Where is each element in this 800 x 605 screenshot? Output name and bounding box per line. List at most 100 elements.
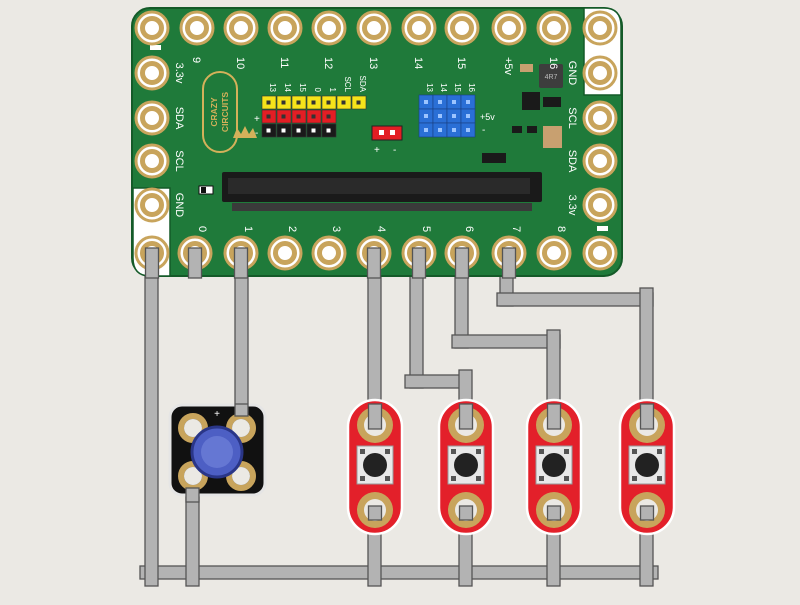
wire-led-minus xyxy=(185,489,200,587)
label-top-5: 14 xyxy=(412,57,424,69)
label-top-1: 10 xyxy=(234,57,246,69)
label-bottom-0: 0 xyxy=(196,226,208,232)
header-left-label-2: 15 xyxy=(298,83,307,92)
pushbutton-2 xyxy=(437,398,495,536)
pad-left-1 xyxy=(134,100,170,136)
pushbuttons xyxy=(346,398,676,536)
header-right-label-3: 16 xyxy=(467,83,476,92)
label-bottom-2: 2 xyxy=(286,226,298,232)
wire-caps xyxy=(185,403,249,503)
pad-bottom-7 xyxy=(491,235,527,279)
wire-pin-0 xyxy=(144,247,159,587)
resistor-1 xyxy=(512,126,522,133)
pad-bottom-5 xyxy=(401,235,437,279)
board-pads xyxy=(134,10,618,279)
pad-bottom-1 xyxy=(223,235,259,279)
pad-left-bottom xyxy=(134,235,170,279)
header-left-label-4: 1 xyxy=(328,88,337,93)
label-left-3: GND xyxy=(173,193,185,218)
button-cap xyxy=(454,453,478,477)
label-bottom-8: 8 xyxy=(555,226,567,232)
header-left-label-6: SDA xyxy=(358,76,367,93)
header-right-label-1: 14 xyxy=(439,83,448,92)
blue-minus-label: - xyxy=(482,125,485,136)
wire-cap-led-plus xyxy=(234,403,249,417)
pad-left-2 xyxy=(134,143,170,179)
pad-top-7 xyxy=(491,10,527,46)
label-right-3: 3.3v xyxy=(566,195,578,216)
pad-bottom-2 xyxy=(267,235,303,271)
servo-connector xyxy=(371,125,403,141)
label-right-2: SDA xyxy=(566,150,578,173)
resistor-3 xyxy=(482,153,506,163)
pushbutton-1 xyxy=(346,398,404,536)
header-right-label-0: 13 xyxy=(425,83,434,92)
inductor xyxy=(539,64,563,88)
header-left-label-3: 0 xyxy=(313,88,322,93)
label-top-6: 15 xyxy=(455,57,467,69)
pad-right-3 xyxy=(582,187,618,223)
label-right-0: GND xyxy=(566,61,578,86)
pad-left-3 xyxy=(134,187,170,223)
header-left xyxy=(261,95,367,138)
wire-cap-led-minus xyxy=(185,487,200,503)
label-bottom-6: 6 xyxy=(463,226,475,232)
label-top-2: 11 xyxy=(278,57,290,68)
logo-line-1: CRAZY xyxy=(209,97,219,127)
header-plus-label: + xyxy=(254,114,260,125)
crazy-circuits-logo: CRAZY CIRCUITS xyxy=(202,71,238,153)
pad-right-bottom xyxy=(582,235,618,271)
button-cap xyxy=(363,453,387,477)
pad-bottom-6 xyxy=(444,235,480,279)
header-minus-label: - xyxy=(255,128,258,139)
label-bottom-7: 7 xyxy=(510,226,522,232)
pad-top-0 xyxy=(179,10,215,46)
left-gnd-marker xyxy=(150,45,161,50)
pushbutton-3 xyxy=(525,398,583,536)
header-left-label-1: 14 xyxy=(283,83,292,92)
five-v-label: +5v xyxy=(480,112,495,122)
wire-pin-6-horizontal xyxy=(451,334,561,349)
pad-bottom-4 xyxy=(356,235,392,279)
capacitor-1 xyxy=(520,64,533,72)
label-top-8: 16 xyxy=(547,57,559,69)
pushbutton-4 xyxy=(618,398,676,536)
ic-chip xyxy=(522,92,540,110)
wire-pin-7-horizontal xyxy=(496,292,654,307)
pad-bottom-0 xyxy=(177,235,213,279)
header-right-label-2: 15 xyxy=(453,83,462,92)
pad-right-top xyxy=(582,10,618,46)
header-right xyxy=(418,94,476,138)
label-right-1: SCL xyxy=(566,107,578,128)
pad-right-0 xyxy=(582,55,618,91)
pad-top-6 xyxy=(444,10,480,46)
led-module: + xyxy=(168,403,267,497)
pad-right-1 xyxy=(582,100,618,136)
pad-top-8 xyxy=(536,10,572,46)
switch-knob xyxy=(201,187,206,193)
servo-pin-plus xyxy=(379,130,384,135)
label-left-0: 3.3v xyxy=(173,63,185,84)
bottom-bus-wire xyxy=(139,565,659,580)
led-plus-label: + xyxy=(214,409,220,420)
microbit-pins-strip xyxy=(232,203,532,211)
pad-top-2 xyxy=(267,10,303,46)
pad-top-5 xyxy=(401,10,437,46)
header-right-labels: 13 14 15 16 xyxy=(425,83,476,92)
pad-top-1 xyxy=(223,10,259,46)
button-cap xyxy=(542,453,566,477)
label-left-2: SCL xyxy=(173,150,185,171)
resistor-2 xyxy=(527,126,537,133)
capacitor-3 xyxy=(543,126,562,148)
inductor-label: 4R7 xyxy=(545,74,558,81)
logo-line-2: CIRCUITS xyxy=(220,92,230,132)
pad-bottom-8 xyxy=(536,235,572,271)
pad-left-0 xyxy=(134,55,170,91)
label-bottom-4: 4 xyxy=(375,226,387,232)
label-bottom-3: 3 xyxy=(330,226,342,232)
right-gnd-marker xyxy=(597,226,608,231)
